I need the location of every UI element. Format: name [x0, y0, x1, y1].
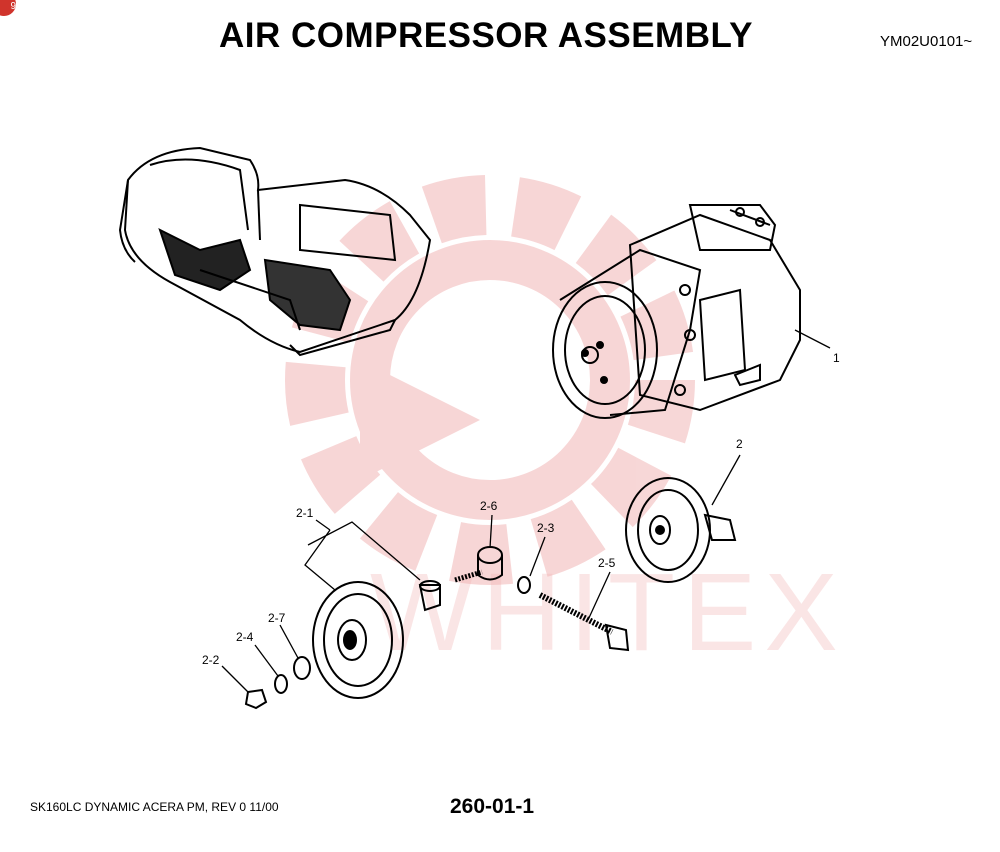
- leader-line: [221, 665, 249, 693]
- footer-model-revision: SK160LC DYNAMIC ACERA PM, REV 0 11/00: [30, 800, 279, 814]
- long-bolt-illustration: [538, 592, 630, 652]
- leader-line: [711, 454, 741, 506]
- callout-2-2: 2-2: [202, 653, 220, 667]
- compressor-illustration: [552, 204, 801, 419]
- footer-page-number: 260-01-1: [450, 795, 535, 818]
- model-code: YM02U0101~: [880, 33, 973, 50]
- corner-badge: 9: [0, 0, 16, 16]
- lock-washer-illustration: [274, 674, 288, 694]
- leader-bracket: [304, 521, 421, 591]
- watermark-text: WHITEX: [370, 551, 846, 674]
- washer-illustration: [517, 576, 531, 594]
- callout-2: 2: [736, 437, 743, 451]
- leader-line: [794, 329, 831, 349]
- nut-illustration: [244, 688, 268, 710]
- pulley-assembly-illustration: [625, 477, 737, 583]
- callout-2-4: 2-4: [236, 630, 254, 644]
- callout-2-3: 2-3: [537, 521, 555, 535]
- leader-line: [315, 519, 331, 531]
- callout-2-7: 2-7: [268, 611, 286, 625]
- leader-line: [489, 514, 493, 549]
- callout-1: 1: [833, 351, 840, 365]
- page-title: AIR COMPRESSOR ASSEMBLY: [219, 16, 753, 55]
- callout-2-5: 2-5: [598, 556, 616, 570]
- flat-washer-illustration: [293, 656, 311, 680]
- idler-pulley-illustration: [312, 580, 441, 699]
- leader-line: [254, 644, 279, 677]
- leader-line: [529, 536, 546, 577]
- machine-illustration: [118, 146, 432, 357]
- callout-2-1: 2-1: [296, 506, 314, 520]
- leader-line: [279, 624, 299, 659]
- callout-2-6: 2-6: [480, 499, 498, 513]
- leader-line: [587, 571, 611, 621]
- watermark-gear-icon: [285, 175, 695, 585]
